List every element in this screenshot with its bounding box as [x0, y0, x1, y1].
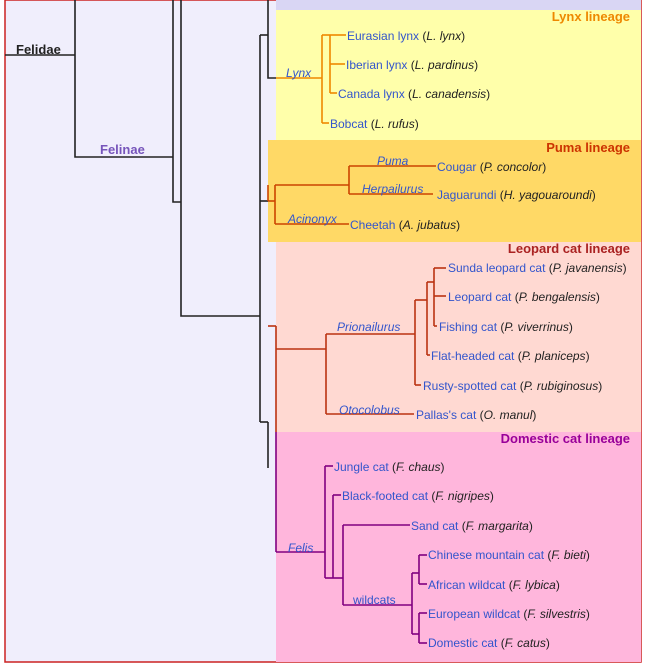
lynx-branches	[276, 34, 346, 124]
species-scientific-name: L. canadensis	[412, 87, 486, 101]
species-common-name[interactable]: Domestic cat	[428, 636, 498, 650]
species-scientific-name: L. rufus	[375, 117, 415, 131]
puma-lineage-box	[268, 140, 641, 242]
species-scientific-name: F. chaus	[396, 460, 440, 474]
leopard-cat-lineage-box	[276, 242, 641, 432]
genus-felis-label: Felis	[288, 541, 313, 555]
genus-prionailurus-label: Prionailurus	[337, 320, 400, 334]
species-scientific-name: P. javanensis	[553, 261, 623, 275]
species-label: European wildcat (F. silvestris)	[428, 607, 590, 621]
species-common-name[interactable]: European wildcat	[428, 607, 521, 621]
species-scientific-name: A. jubatus	[402, 218, 456, 232]
genus-herpailurus-label: Herpailurus	[362, 182, 423, 196]
domestic-cat-branches	[275, 432, 427, 644]
species-scientific-name: P. viverrinus	[504, 320, 568, 334]
species-label: Canada lynx (L. canadensis)	[338, 87, 490, 101]
puma-branches	[267, 165, 436, 225]
species-label: Pallas's cat (O. manul)	[416, 408, 536, 422]
species-scientific-name: F. lybica	[513, 578, 556, 592]
species-label: Domestic cat (F. catus)	[428, 636, 550, 650]
species-common-name[interactable]: Fishing cat	[439, 320, 498, 334]
species-scientific-name: P. bengalensis	[519, 290, 596, 304]
species-label: Cougar (P. concolor)	[437, 160, 546, 174]
species-label: Chinese mountain cat (F. bieti)	[428, 548, 590, 562]
species-common-name[interactable]: Flat-headed cat	[431, 349, 515, 363]
lynx-lineage-title: Lynx lineage	[552, 9, 630, 24]
species-common-name[interactable]: Chinese mountain cat	[428, 548, 545, 562]
species-common-name[interactable]: Jaguarundi	[437, 188, 496, 202]
species-scientific-name: P. concolor	[484, 160, 543, 174]
species-common-name[interactable]: Sand cat	[411, 519, 459, 533]
genus-otocolobus-label: Otocolobus	[339, 403, 400, 417]
species-label: Black-footed cat (F. nigripes)	[342, 489, 494, 503]
domestic-cat-lineage-title: Domestic cat lineage	[501, 431, 630, 446]
puma-lineage-title: Puma lineage	[546, 140, 630, 155]
species-common-name[interactable]: Sunda leopard cat	[448, 261, 546, 275]
species-common-name[interactable]: African wildcat	[428, 578, 506, 592]
genus-puma-label: Puma	[377, 154, 409, 168]
leopard-cat-branches	[268, 267, 446, 432]
species-labels: Eurasian lynx (L. lynx) Iberian lynx (L. …	[330, 29, 627, 650]
species-common-name[interactable]: Rusty-spotted cat	[423, 379, 517, 393]
backbone-branches	[5, 0, 276, 468]
species-common-name[interactable]: Bobcat	[330, 117, 368, 131]
genus-lynx-label: Lynx	[286, 66, 312, 80]
species-common-name[interactable]: Canada lynx	[338, 87, 405, 101]
species-label: Leopard cat (P. bengalensis)	[448, 290, 600, 304]
genus-acinonyx-label: Acinonyx	[287, 212, 338, 226]
species-scientific-name: L. pardinus	[415, 58, 474, 72]
species-scientific-name: F. bieti	[551, 548, 586, 562]
species-scientific-name: F. margarita	[466, 519, 529, 533]
leopard-cat-lineage-title: Leopard cat lineage	[508, 241, 630, 256]
felidae-label: Felidae	[16, 42, 61, 57]
species-scientific-name: P. rubiginosus	[524, 379, 599, 393]
species-label: Eurasian lynx (L. lynx)	[347, 29, 465, 43]
species-common-name[interactable]: Jungle cat	[334, 460, 389, 474]
top-strip	[276, 0, 641, 10]
species-scientific-name: L. lynx	[426, 29, 462, 43]
species-label: Bobcat (L. rufus)	[330, 117, 419, 131]
species-common-name[interactable]: Cheetah	[350, 218, 395, 232]
species-common-name[interactable]: Iberian lynx	[346, 58, 407, 72]
species-scientific-name: F. nigripes	[435, 489, 489, 503]
species-label: African wildcat (F. lybica)	[428, 578, 560, 592]
species-label: Sunda leopard cat (P. javanensis)	[448, 261, 627, 275]
lynx-lineage-box	[276, 10, 641, 140]
species-common-name[interactable]: Leopard cat	[448, 290, 512, 304]
felinae-label: Felinae	[100, 142, 145, 157]
species-scientific-name: H. yagouaroundi	[504, 188, 592, 202]
species-label: Jungle cat (F. chaus)	[334, 460, 445, 474]
species-scientific-name: F. catus	[505, 636, 546, 650]
wildcats-label: wildcats	[352, 593, 396, 607]
species-common-name[interactable]: Pallas's cat	[416, 408, 477, 422]
species-scientific-name: O. manul	[484, 408, 533, 422]
species-label: Iberian lynx (L. pardinus)	[346, 58, 478, 72]
species-label: Rusty-spotted cat (P. rubiginosus)	[423, 379, 602, 393]
species-label: Flat-headed cat (P. planiceps)	[431, 349, 590, 363]
species-label: Sand cat (F. margarita)	[411, 519, 533, 533]
species-label: Fishing cat (P. viverrinus)	[439, 320, 573, 334]
species-common-name[interactable]: Cougar	[437, 160, 476, 174]
species-label: Cheetah (A. jubatus)	[350, 218, 460, 232]
species-common-name[interactable]: Black-footed cat	[342, 489, 429, 503]
species-common-name[interactable]: Eurasian lynx	[347, 29, 419, 43]
species-scientific-name: P. planiceps	[522, 349, 586, 363]
domestic-cat-lineage-box	[276, 432, 641, 662]
species-label: Jaguarundi (H. yagouaroundi)	[437, 188, 596, 202]
species-scientific-name: F. silvestris	[527, 607, 585, 621]
